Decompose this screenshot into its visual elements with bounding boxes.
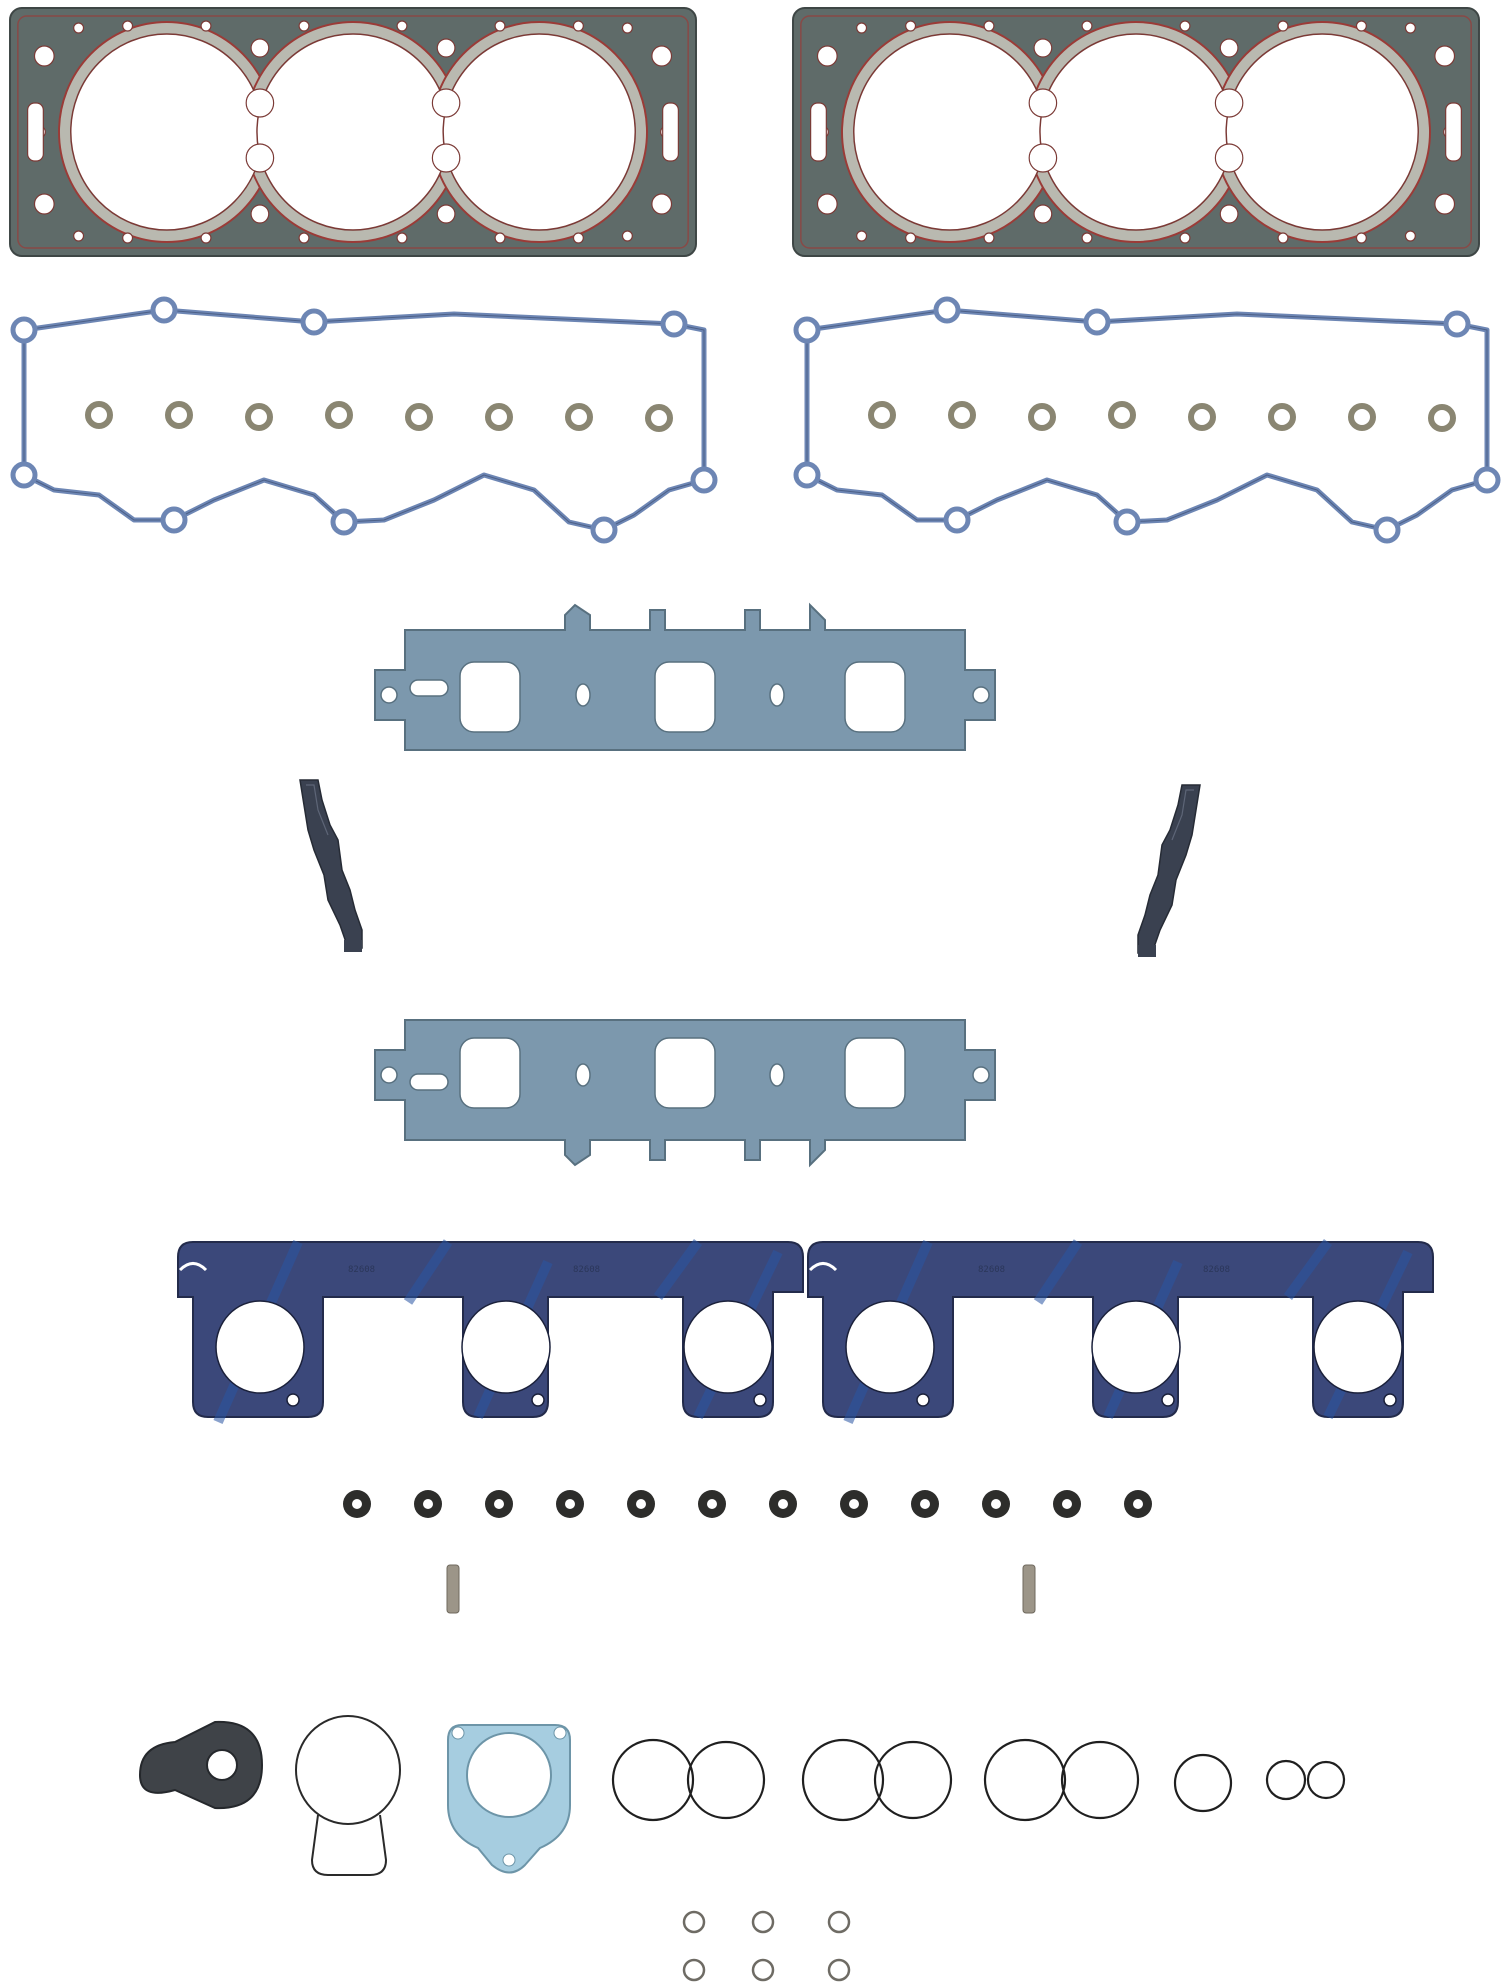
- valve-stem-seal-bore: [1062, 1499, 1072, 1509]
- end-seal-right: [1137, 784, 1201, 958]
- double-o-ring-1: [611, 1738, 766, 1822]
- valve-stem-seal-bore: [920, 1499, 930, 1509]
- small-o-ring: [682, 1958, 706, 1982]
- single-o-ring: [1173, 1753, 1233, 1813]
- double-o-ring-2: [801, 1738, 953, 1822]
- valve-stem-seal-bore: [565, 1499, 575, 1509]
- double-o-ring-small: [1265, 1759, 1346, 1801]
- valve-stem-seal-bore: [1133, 1499, 1143, 1509]
- water-outlet-gasket: [295, 1715, 401, 1876]
- valve-stem-seal-bore: [778, 1499, 788, 1509]
- intake-gasket-upper: [374, 604, 996, 751]
- exhaust-gasket-left: [178, 1242, 803, 1422]
- valve-stem-seal-bore: [849, 1499, 859, 1509]
- small-o-ring: [751, 1910, 775, 1934]
- intake-gasket-lower: [374, 1019, 996, 1166]
- valve-stem-seal-bore: [494, 1499, 504, 1509]
- exhaust-gasket-right: [808, 1242, 1433, 1422]
- small-o-ring: [827, 1958, 851, 1982]
- valve-stem-seal-bore: [352, 1499, 362, 1509]
- valve-stem-seal-bore: [707, 1499, 717, 1509]
- end-seal-left: [299, 779, 363, 953]
- double-o-ring-3: [983, 1738, 1140, 1822]
- small-o-rings: [682, 1910, 851, 1982]
- egr-tube-gasket: [138, 1720, 264, 1810]
- head-gasket-left: [9, 7, 697, 257]
- small-o-ring: [827, 1910, 851, 1934]
- dowel-pin: [446, 1564, 460, 1614]
- thermostat-housing-gasket: [447, 1724, 571, 1874]
- valve-stem-seal-bore: [423, 1499, 433, 1509]
- small-o-ring: [682, 1910, 706, 1934]
- dowel-pins: [446, 1564, 1036, 1614]
- head-gasket-right: [792, 7, 1480, 257]
- dowel-pin: [1022, 1564, 1036, 1614]
- valve-stem-seals: [343, 1490, 1152, 1518]
- small-o-ring: [751, 1958, 775, 1982]
- valve-stem-seal-bore: [991, 1499, 1001, 1509]
- valve-cover-gasket-right: [796, 299, 1498, 541]
- valve-cover-gasket-left: [13, 299, 715, 541]
- valve-stem-seal-bore: [636, 1499, 646, 1509]
